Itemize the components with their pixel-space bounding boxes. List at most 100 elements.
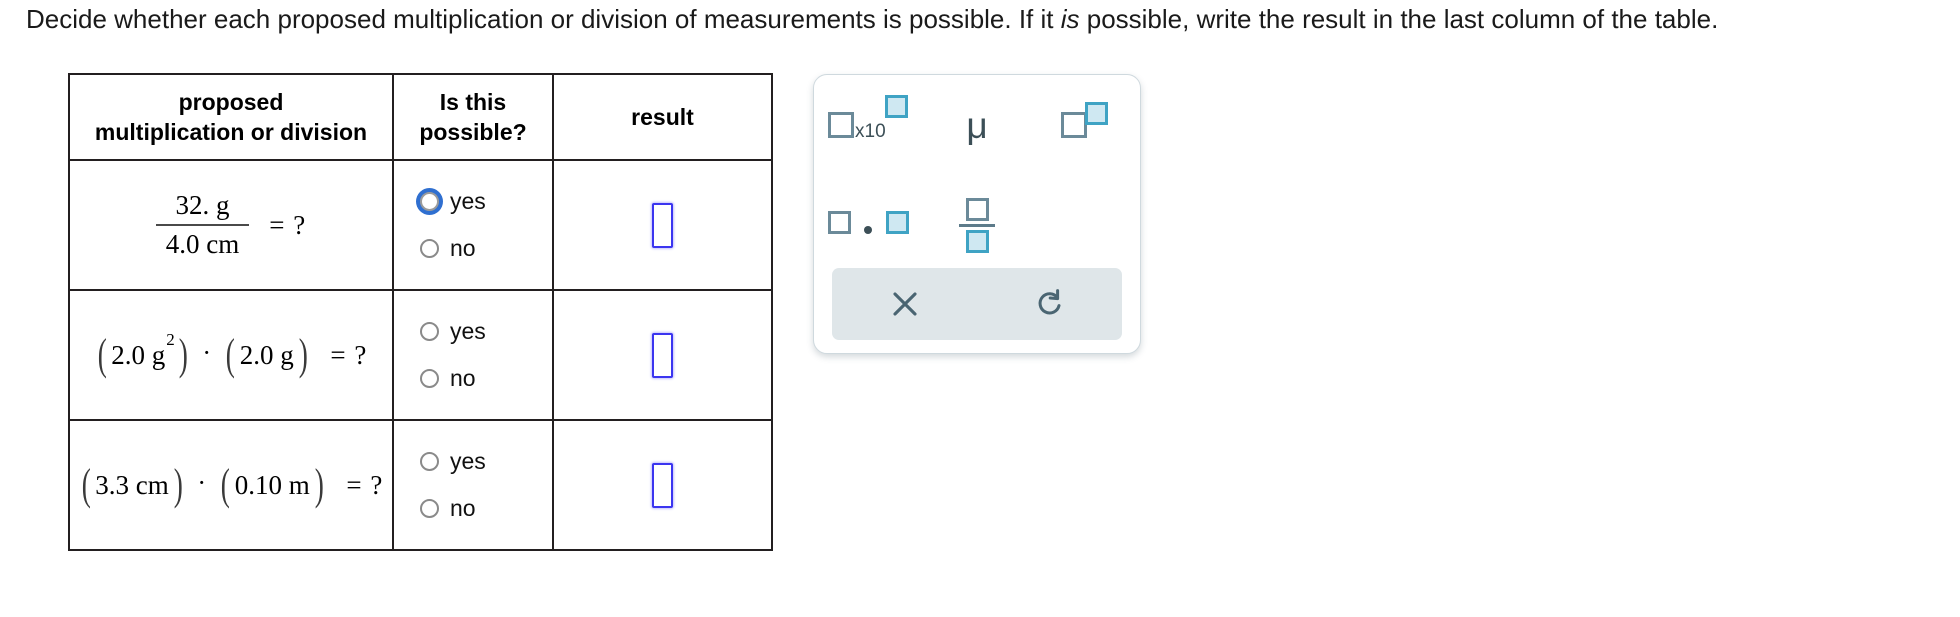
instruction-emphasis: is: [1060, 4, 1080, 34]
keypad-superscript-button[interactable]: [1031, 75, 1140, 175]
keypad-button-grid: x10 μ: [814, 75, 1140, 275]
result-cell: [552, 419, 773, 551]
radio-circle-icon[interactable]: [420, 239, 439, 258]
radio-label-yes: yes: [450, 448, 486, 474]
undo-arrow-icon: [1038, 289, 1060, 315]
close-paren-icon: ): [298, 330, 308, 380]
instruction-part-1: Decide whether each proposed multiplicat…: [26, 4, 1061, 34]
open-paren-icon: (: [97, 330, 107, 380]
result-wrapper: [554, 291, 771, 419]
left-box-icon: [827, 211, 851, 234]
instruction-text: Decide whether each proposed multiplicat…: [26, 2, 1718, 36]
left-value: 2.0: [111, 340, 146, 370]
keypad-action-bar: [832, 268, 1122, 340]
expression-product: ( 3.3 cm ) · ( 0.10 m ): [70, 421, 392, 549]
result-cell: [552, 289, 773, 421]
keypad-row-1: x10 μ: [814, 75, 1140, 175]
right-value: 2.0: [239, 339, 274, 370]
expression-fraction: 32. g 4.0 cm = ?: [70, 161, 392, 289]
mantissa-box-icon: [828, 112, 855, 138]
mu-icon: μ: [966, 104, 988, 146]
measurement-table: proposed multiplication or division Is t…: [68, 73, 773, 551]
base-box-icon: [1061, 112, 1088, 138]
radio-option-yes[interactable]: yes: [420, 188, 552, 215]
exponent-box-icon: [1085, 102, 1109, 125]
left-unit: cm: [135, 469, 169, 500]
close-x-icon: [892, 292, 917, 316]
fraction-numerator: 32. g: [175, 189, 230, 220]
keypad-fraction-button[interactable]: [923, 175, 1032, 275]
header-proposed: proposed multiplication or division: [68, 73, 394, 161]
open-paren-icon: (: [225, 330, 235, 380]
keypad-undo-button[interactable]: [977, 268, 1122, 340]
header-possible-line1: Is this: [439, 89, 507, 115]
radio-label-no: no: [450, 235, 476, 261]
close-paren-icon: ): [173, 460, 183, 510]
result-input[interactable]: [652, 202, 673, 248]
radio-option-no[interactable]: no: [420, 495, 552, 522]
close-paren-icon: ): [314, 460, 324, 510]
possible-cell: yes no: [392, 419, 554, 551]
keypad-micro-button[interactable]: μ: [923, 75, 1032, 175]
radio-group: yes no: [394, 161, 552, 289]
keypad-multiply-button[interactable]: [814, 175, 923, 275]
expression-product: ( 2.0 g2 ) · ( 2.0 g ): [70, 291, 392, 419]
right-box-icon: [885, 211, 909, 234]
open-paren-icon: (: [220, 460, 230, 510]
radio-label-no: no: [450, 365, 476, 391]
fraction-denominator: 4.0 cm: [155, 223, 250, 261]
multiply-operator: ·: [202, 338, 212, 367]
radio-label-no: no: [450, 495, 476, 521]
radio-circle-icon[interactable]: [420, 322, 439, 341]
keypad-empty-slot: [1031, 175, 1140, 275]
radio-option-yes[interactable]: yes: [420, 318, 552, 345]
left-value: 3.3: [95, 469, 130, 500]
header-is-possible: Is this possible?: [392, 73, 554, 161]
left-unit: g: [151, 340, 166, 370]
table-row: ( 2.0 g2 ) · ( 2.0 g ): [68, 289, 773, 421]
result-input[interactable]: [652, 332, 673, 378]
radio-option-no[interactable]: no: [420, 235, 552, 262]
box-x10-exponent-icon: x10: [828, 95, 909, 141]
radio-label-yes: yes: [450, 188, 486, 214]
radio-circle-icon[interactable]: [420, 499, 439, 518]
open-paren-icon: (: [81, 460, 91, 510]
header-result: result: [552, 73, 773, 161]
radio-option-no[interactable]: no: [420, 365, 552, 392]
left-group: ( 2.0 g2 ): [95, 330, 191, 380]
left-group: ( 3.3 cm ): [79, 460, 186, 510]
right-group: ( 2.0 g ): [223, 330, 310, 380]
instruction-part-2: possible, write the result in the last c…: [1079, 4, 1719, 34]
keypad-scientific-notation-button[interactable]: x10: [814, 75, 923, 175]
fraction: 32. g 4.0 cm: [155, 189, 250, 261]
fraction-icon: [959, 197, 995, 253]
right-group: ( 0.10 m ): [218, 460, 326, 510]
keypad-clear-button[interactable]: [832, 268, 977, 340]
table-row: ( 3.3 cm ) · ( 0.10 m ): [68, 419, 773, 551]
radio-group: yes no: [394, 291, 552, 419]
multiplication-dot-icon: [864, 226, 873, 234]
keypad-row-2: [814, 175, 1140, 275]
math-keypad-panel: x10 μ: [813, 74, 1141, 354]
radio-circle-icon[interactable]: [420, 369, 439, 388]
equals-question: = ?: [346, 469, 384, 500]
radio-circle-icon[interactable]: [420, 192, 439, 211]
radio-option-yes[interactable]: yes: [420, 448, 552, 475]
right-unit: m: [288, 469, 310, 500]
multiply-operator: ·: [197, 468, 207, 497]
right-value: 0.10: [234, 469, 282, 500]
box-dot-box-icon: [827, 211, 909, 239]
radio-group: yes no: [394, 421, 552, 549]
left-exponent: 2: [166, 330, 175, 349]
numerator-box-icon: [965, 197, 989, 221]
header-possible-line2: possible?: [419, 119, 527, 145]
table-header-row: proposed multiplication or division Is t…: [68, 73, 773, 161]
expression-cell: ( 2.0 g2 ) · ( 2.0 g ): [68, 289, 394, 421]
possible-cell: yes no: [392, 159, 554, 291]
result-cell: [552, 159, 773, 291]
radio-circle-icon[interactable]: [420, 452, 439, 471]
result-input[interactable]: [652, 462, 673, 508]
result-wrapper: [554, 421, 771, 549]
denominator-box-icon: [965, 229, 989, 253]
expression-cell: ( 3.3 cm ) · ( 0.10 m ): [68, 419, 394, 551]
